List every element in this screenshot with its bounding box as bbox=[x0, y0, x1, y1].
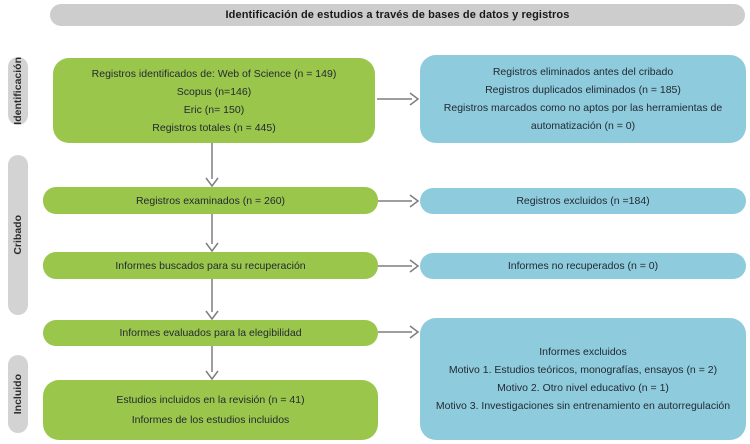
arrow-identified-to-screened bbox=[205, 143, 219, 188]
box-line: Estudios incluidos en la revisión (n = 4… bbox=[116, 394, 305, 406]
box-line: Registros examinados (n = 260) bbox=[135, 194, 286, 207]
box-line: Informes de los estudios incluidos bbox=[131, 414, 290, 426]
box-line: Informes evaluados para la elegibilidad bbox=[119, 327, 302, 339]
box-line: Registros marcados como no aptos por las… bbox=[443, 102, 723, 132]
stage-rail-screening: Cribado bbox=[8, 155, 28, 315]
arrow-sought-to-assessed bbox=[205, 279, 219, 321]
identified-records-box: Registros identificados de: Web of Scien… bbox=[53, 58, 375, 143]
box-line: Motivo 1. Estudios teóricos, monografías… bbox=[448, 364, 718, 376]
arrow-identified-to-removed bbox=[377, 92, 420, 106]
reports-sought-box: Informes buscados para su recuperación bbox=[43, 252, 378, 279]
reports-excluded-reasons-box: Informes excluidos Motivo 1. Estudios te… bbox=[420, 318, 746, 440]
box-line: Informes buscados para su recuperación bbox=[115, 259, 306, 272]
stage-label-included: Incluido bbox=[12, 373, 24, 415]
arrow-assessed-to-reports-excluded bbox=[378, 325, 420, 339]
stage-label-identification: Identificación bbox=[12, 57, 24, 125]
stage-label-screening: Cribado bbox=[12, 215, 24, 255]
studies-included-box: Estudios incluidos en la revisión (n = 4… bbox=[43, 380, 378, 440]
records-excluded-box: Registros excluidos (n =184) bbox=[420, 188, 746, 214]
box-line: Informes excluidos bbox=[539, 346, 627, 358]
box-line: Motivo 2. Otro nivel educativo (n = 1) bbox=[497, 382, 669, 394]
box-line: Registros excluidos (n =184) bbox=[516, 195, 650, 207]
stage-rail-included: Incluido bbox=[8, 355, 28, 433]
box-line: Registros totales (n = 445) bbox=[152, 121, 276, 134]
arrow-assessed-to-included bbox=[205, 346, 219, 381]
box-line: Motivo 3. Investigaciones sin entrenamie… bbox=[435, 400, 731, 412]
records-removed-before-screening-box: Registros eliminados antes del cribado R… bbox=[420, 55, 746, 143]
box-line: Registros eliminados antes del cribado bbox=[492, 66, 674, 78]
diagram-title: Identificación de estudios a través de b… bbox=[225, 9, 570, 21]
stage-rail-identification: Identificación bbox=[8, 57, 28, 125]
reports-not-retrieved-box: Informes no recuperados (n = 0) bbox=[420, 253, 746, 279]
box-line: Eric (n= 150) bbox=[183, 103, 245, 116]
box-line: Registros duplicados eliminados (n = 185… bbox=[485, 84, 681, 96]
arrow-sought-to-not-retrieved bbox=[378, 259, 420, 273]
reports-assessed-box: Informes evaluados para la elegibilidad bbox=[43, 320, 378, 346]
records-screened-box: Registros examinados (n = 260) bbox=[43, 187, 378, 214]
arrow-screened-to-excluded bbox=[378, 194, 420, 208]
box-line: Informes no recuperados (n = 0) bbox=[507, 260, 659, 272]
box-line: Registros identificados de: Web of Scien… bbox=[91, 67, 337, 80]
arrow-screened-to-sought bbox=[205, 214, 219, 253]
diagram-title-bar: Identificación de estudios a través de b… bbox=[50, 4, 745, 26]
box-line: Scopus (n=146) bbox=[176, 85, 252, 98]
